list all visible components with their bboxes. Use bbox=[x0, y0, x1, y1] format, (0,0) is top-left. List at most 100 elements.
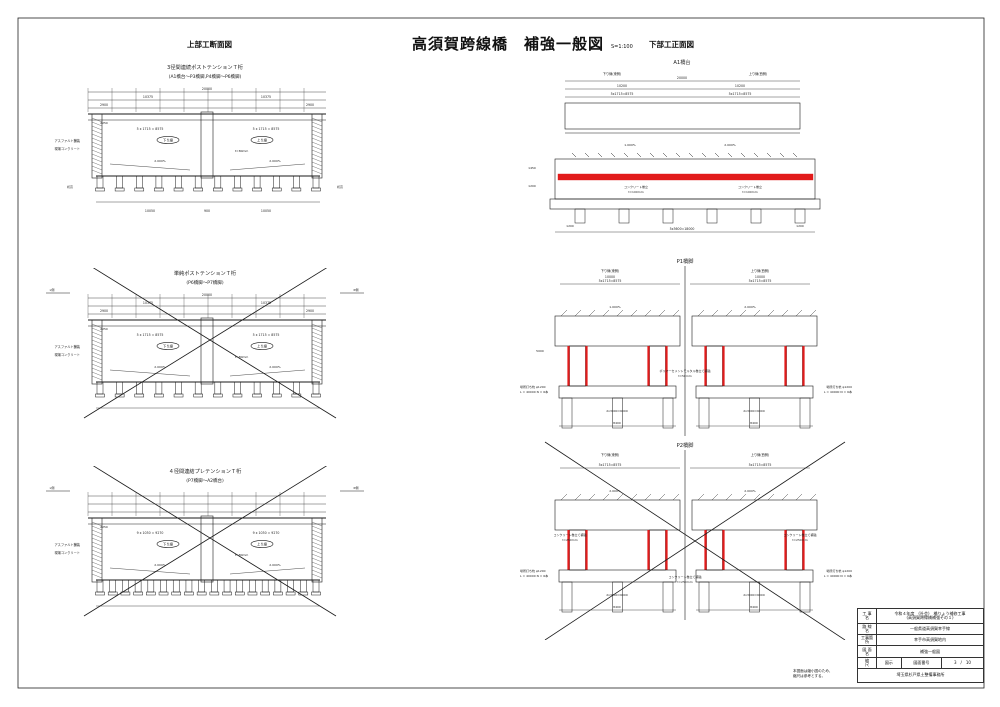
hatch bbox=[91, 343, 103, 349]
pile-label: 場所打ち杭 φ1200 bbox=[826, 568, 852, 573]
hatch bbox=[311, 561, 323, 567]
slope-left: 2.000% bbox=[154, 159, 166, 163]
route-value: 一般県道高須賀幸手線 bbox=[876, 623, 984, 636]
section-title: ４径間連結プレテンションＴ桁 bbox=[169, 467, 242, 475]
dimension-text: 20000 bbox=[677, 76, 687, 80]
hatch bbox=[311, 169, 323, 175]
hatch bbox=[91, 169, 103, 175]
hatch bbox=[311, 573, 323, 579]
column bbox=[569, 345, 586, 387]
project-value: 令和４年度 (社会) 橋りょう補修工事 (高須賀跨線橋補強その１) bbox=[876, 607, 984, 625]
hatch bbox=[91, 541, 103, 547]
title-block-row: 縮 尺 図示 図面番号 3 / 10 bbox=[857, 656, 985, 669]
bearing-mark bbox=[697, 309, 705, 317]
slope-arrow bbox=[229, 369, 306, 377]
median bbox=[200, 515, 214, 583]
section-title: 3径間連続ポストテンションＴ桁 bbox=[167, 63, 243, 71]
girder-web bbox=[160, 579, 167, 593]
girder-bulb bbox=[114, 187, 125, 192]
hatch bbox=[91, 125, 103, 131]
hatch bbox=[91, 557, 103, 563]
hatch bbox=[91, 565, 103, 571]
girder-web bbox=[253, 381, 261, 395]
up-lane-badge bbox=[250, 136, 274, 144]
up-lane-badge bbox=[250, 342, 274, 350]
hatch bbox=[91, 129, 103, 135]
office-name: 埼玉県杉戸県土整備事務所 bbox=[857, 667, 984, 684]
hatch bbox=[311, 545, 323, 551]
hatch bbox=[311, 347, 323, 353]
pile bbox=[574, 208, 586, 224]
cross-out-line bbox=[92, 268, 337, 419]
hatch bbox=[311, 355, 323, 361]
scale-value: 図示 bbox=[876, 656, 902, 669]
bearing-mark bbox=[795, 309, 803, 317]
lane-dim: 9 x 1030 = 9270 bbox=[137, 531, 164, 535]
hatch bbox=[91, 339, 103, 345]
bearing-mark bbox=[574, 493, 582, 501]
girder-bulb bbox=[271, 187, 282, 192]
drawing-svg: 3径間連続ポストテンションＴ桁(A1橋台～P3橋脚,P4橋脚～P6橋脚)2000… bbox=[55, 63, 344, 213]
pile bbox=[561, 397, 573, 429]
pile-label: 場所打ち杭 φ1200 bbox=[520, 384, 546, 389]
dimension-text: 2900 bbox=[306, 309, 314, 313]
hatch bbox=[311, 339, 323, 345]
girder-bulb bbox=[213, 187, 223, 192]
girder-web bbox=[175, 381, 182, 395]
girder-web bbox=[134, 579, 142, 593]
slope-arrow bbox=[109, 163, 191, 171]
slope-right: 2.000% bbox=[269, 563, 281, 567]
bearing-mark bbox=[739, 309, 747, 317]
dimension-text: 2900 bbox=[306, 103, 314, 107]
lane-dim: 5 x 1715 = 8575 bbox=[137, 333, 164, 337]
bearing-mark bbox=[795, 493, 803, 501]
hatch bbox=[311, 537, 323, 543]
bearing-mark bbox=[779, 152, 785, 158]
hatch bbox=[91, 347, 103, 353]
dimension-text: 2900 bbox=[100, 103, 108, 107]
poly-label: t=50mm bbox=[678, 374, 691, 378]
level-tag: L側 bbox=[50, 485, 55, 490]
bearing-mark bbox=[584, 152, 590, 158]
hatch bbox=[91, 355, 103, 361]
bearing-mark bbox=[781, 309, 789, 317]
title-block: 工 事 名 令和４年度 (社会) 橋りょう補修工事 (高須賀跨線橋補強その１) … bbox=[857, 607, 985, 684]
girder-bulb bbox=[213, 393, 223, 398]
hatch bbox=[311, 541, 323, 547]
dimension-text: 2x3000=6000 bbox=[606, 409, 628, 413]
pile bbox=[750, 208, 762, 224]
reinf-label: コンクリート巻立て補強 bbox=[668, 574, 701, 579]
girder-bulb bbox=[311, 187, 321, 192]
bearing-mark bbox=[644, 309, 652, 317]
dimension-text: 10000 bbox=[605, 275, 615, 279]
dimension-text: 20000 bbox=[202, 293, 212, 297]
title-block-row: 埼玉県杉戸県土整備事務所 bbox=[857, 667, 984, 684]
girder-web bbox=[175, 175, 182, 189]
bearing-mark bbox=[644, 493, 652, 501]
down-label: 下り線(東側) bbox=[601, 268, 619, 273]
note-line-1: 本図面は縮小図のため、 bbox=[793, 669, 833, 673]
up-lane-label: 上り線 bbox=[257, 344, 268, 349]
bearing-mark bbox=[781, 493, 789, 501]
down-lane-label: 下り線 bbox=[163, 344, 174, 349]
dimension-text: 8400 bbox=[750, 421, 758, 425]
asphalt-label: アスファルト舗装 bbox=[55, 344, 81, 349]
bearing-mark bbox=[727, 152, 733, 158]
girder-web bbox=[273, 175, 280, 189]
reinf-label: t=250mm bbox=[792, 538, 807, 542]
hatch bbox=[311, 363, 323, 369]
girder-bulb bbox=[154, 393, 164, 398]
dimension-text: 2250 bbox=[100, 327, 108, 331]
girder-web bbox=[214, 175, 222, 189]
bearing-mark bbox=[574, 309, 582, 317]
left-heading: 上部工断面図 bbox=[187, 40, 232, 49]
slope-right: 2.000% bbox=[724, 143, 736, 147]
girder-bulb bbox=[291, 393, 302, 398]
bearing-mark bbox=[662, 152, 668, 158]
dimension-text: 900 bbox=[204, 209, 210, 213]
girder-web bbox=[136, 175, 143, 189]
up-lane-label: 上り線 bbox=[257, 542, 268, 547]
